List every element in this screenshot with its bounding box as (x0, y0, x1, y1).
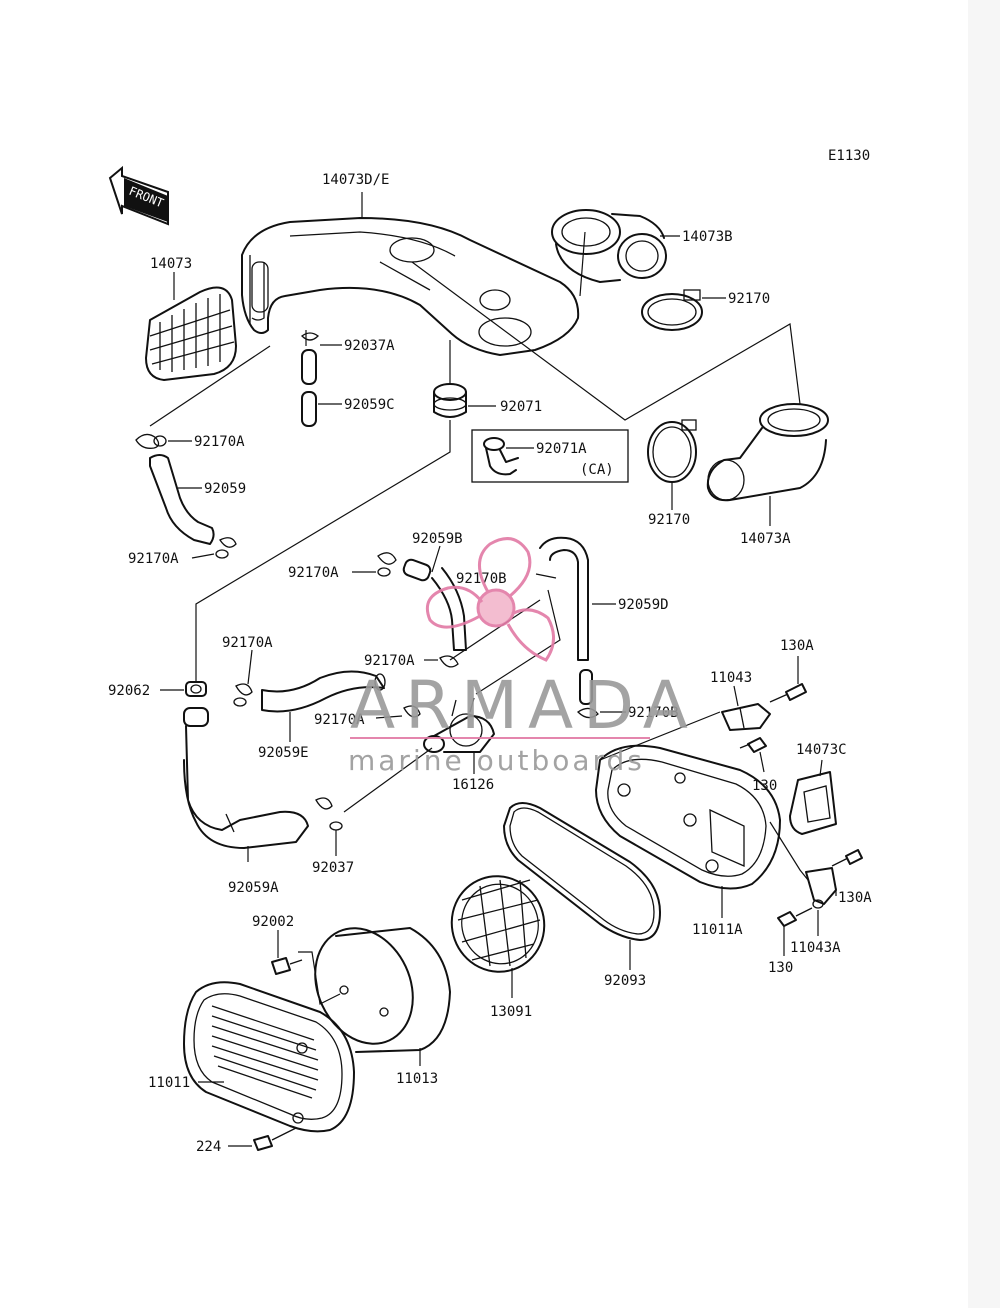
label-11011: 11011 (148, 1075, 190, 1091)
label-92037a: 92037A (344, 338, 395, 354)
grommet-92071-part (433, 383, 467, 418)
leader-11043 (733, 685, 739, 707)
label-130-2: 130 (768, 960, 793, 976)
label-224: 224 (196, 1139, 221, 1155)
label-92170-top: 92170 (728, 291, 770, 307)
label-92059e: 92059E (258, 745, 309, 761)
plate-13091-part (450, 875, 546, 973)
callout-box-92071a: 92071A (CA) (471, 429, 629, 483)
clip-92037a-part (301, 332, 319, 341)
watermark-subtitle: marine outboards (348, 744, 645, 777)
label-92170-mid: 92170 (648, 512, 690, 528)
clip-92170a-5-part (439, 655, 459, 668)
seal-14073c-part (789, 771, 837, 835)
armada-watermark: ARMADA marine outboards (348, 537, 698, 777)
label-92002: 92002 (252, 914, 294, 930)
gasket-92093-part (503, 802, 661, 941)
clip-92037-part (315, 797, 343, 831)
cover-11011-part (183, 981, 355, 1133)
front-arrow-icon: FRONT (108, 165, 169, 226)
bolt-92002-part (271, 957, 303, 975)
clip-92170b-1-part (535, 573, 557, 579)
assembly-guide-lines (149, 231, 801, 682)
label-14073de: 14073D/E (322, 172, 389, 188)
valve-16126-part (423, 697, 495, 753)
bolt-130-1-part (739, 737, 767, 753)
clip-92170a-3-part (377, 552, 397, 577)
duct-14073a-part (706, 403, 829, 502)
grommet-14073-part (145, 286, 237, 381)
duct-14073b-part (551, 209, 667, 283)
diagram-code: E1130 (828, 148, 870, 164)
label-92170a-5: 92170A (364, 653, 415, 669)
label-92170a-2: 92170A (128, 551, 179, 567)
bracket-11043-part (721, 703, 771, 731)
clip-92170a-6-part (403, 705, 421, 718)
label-14073b: 14073B (682, 229, 733, 245)
label-92059b: 92059B (412, 531, 463, 547)
hose-92062-lower-part (183, 707, 309, 849)
label-92059a: 92059A (228, 880, 279, 896)
label-92059: 92059 (204, 481, 246, 497)
label-92170b-2: 92170B (628, 705, 679, 721)
watermark-title: ARMADA (350, 667, 698, 744)
leader-130-1 (759, 751, 765, 773)
hose-92059-part (149, 454, 215, 545)
label-92170a-4: 92170A (222, 635, 273, 651)
label-14073: 14073 (150, 256, 192, 272)
clamp-92170-mid-part (647, 419, 697, 483)
label-130a-1: 130A (780, 638, 814, 654)
hose-92059e-part (261, 670, 386, 713)
tube-92059c-part (301, 349, 317, 427)
label-92062: 92062 (108, 683, 150, 699)
clip-92170a-4-part (233, 683, 253, 707)
page-edge (968, 0, 1000, 1308)
label-130a-2: 130A (838, 890, 872, 906)
case-11011a-part (595, 744, 781, 890)
label-11011a: 11011A (692, 922, 743, 938)
propeller-logo-icon (425, 537, 555, 662)
clip-92170a-2-part (215, 537, 237, 559)
label-14073c: 14073C (796, 742, 847, 758)
label-11013: 11013 (396, 1071, 438, 1087)
grommet-92062-part (185, 681, 207, 697)
label-11043a: 11043A (790, 940, 841, 956)
label-92059d: 92059D (618, 597, 669, 613)
bracket-11043a-part (777, 849, 863, 927)
assembly-guide-lines-lower (298, 589, 809, 1005)
label-92170a-1: 92170A (194, 434, 245, 450)
label-92071a: 92071A (536, 441, 587, 457)
element-11013-part (314, 927, 451, 1053)
hose-92059b-part (402, 558, 467, 651)
leader-14073c (819, 759, 823, 777)
label-92071a-note: (CA) (580, 462, 614, 478)
clip-92170a-1-part (135, 433, 167, 449)
clip-92170b-2-part (576, 707, 599, 719)
intake-duct-part (241, 217, 580, 356)
label-92071: 92071 (500, 399, 542, 415)
label-92170a-6: 92170A (314, 712, 365, 728)
label-16126: 16126 (452, 777, 494, 793)
hose-92059d-part (539, 536, 593, 705)
label-11043: 11043 (710, 670, 752, 686)
label-13091: 13091 (490, 1004, 532, 1020)
leader-92059b (431, 545, 441, 573)
label-92170a-3: 92170A (288, 565, 339, 581)
label-92093: 92093 (604, 973, 646, 989)
label-92059c: 92059C (344, 397, 395, 413)
leader-92170a-2 (191, 553, 215, 559)
label-92037: 92037 (312, 860, 354, 876)
leader-92170a-6 (375, 715, 403, 719)
screw-224-part (253, 1127, 297, 1151)
label-14073a: 14073A (740, 531, 791, 547)
leader-92170a-4 (247, 649, 253, 685)
clamp-92170-top-part (641, 289, 703, 331)
bolt-130a-1-part (769, 683, 807, 703)
